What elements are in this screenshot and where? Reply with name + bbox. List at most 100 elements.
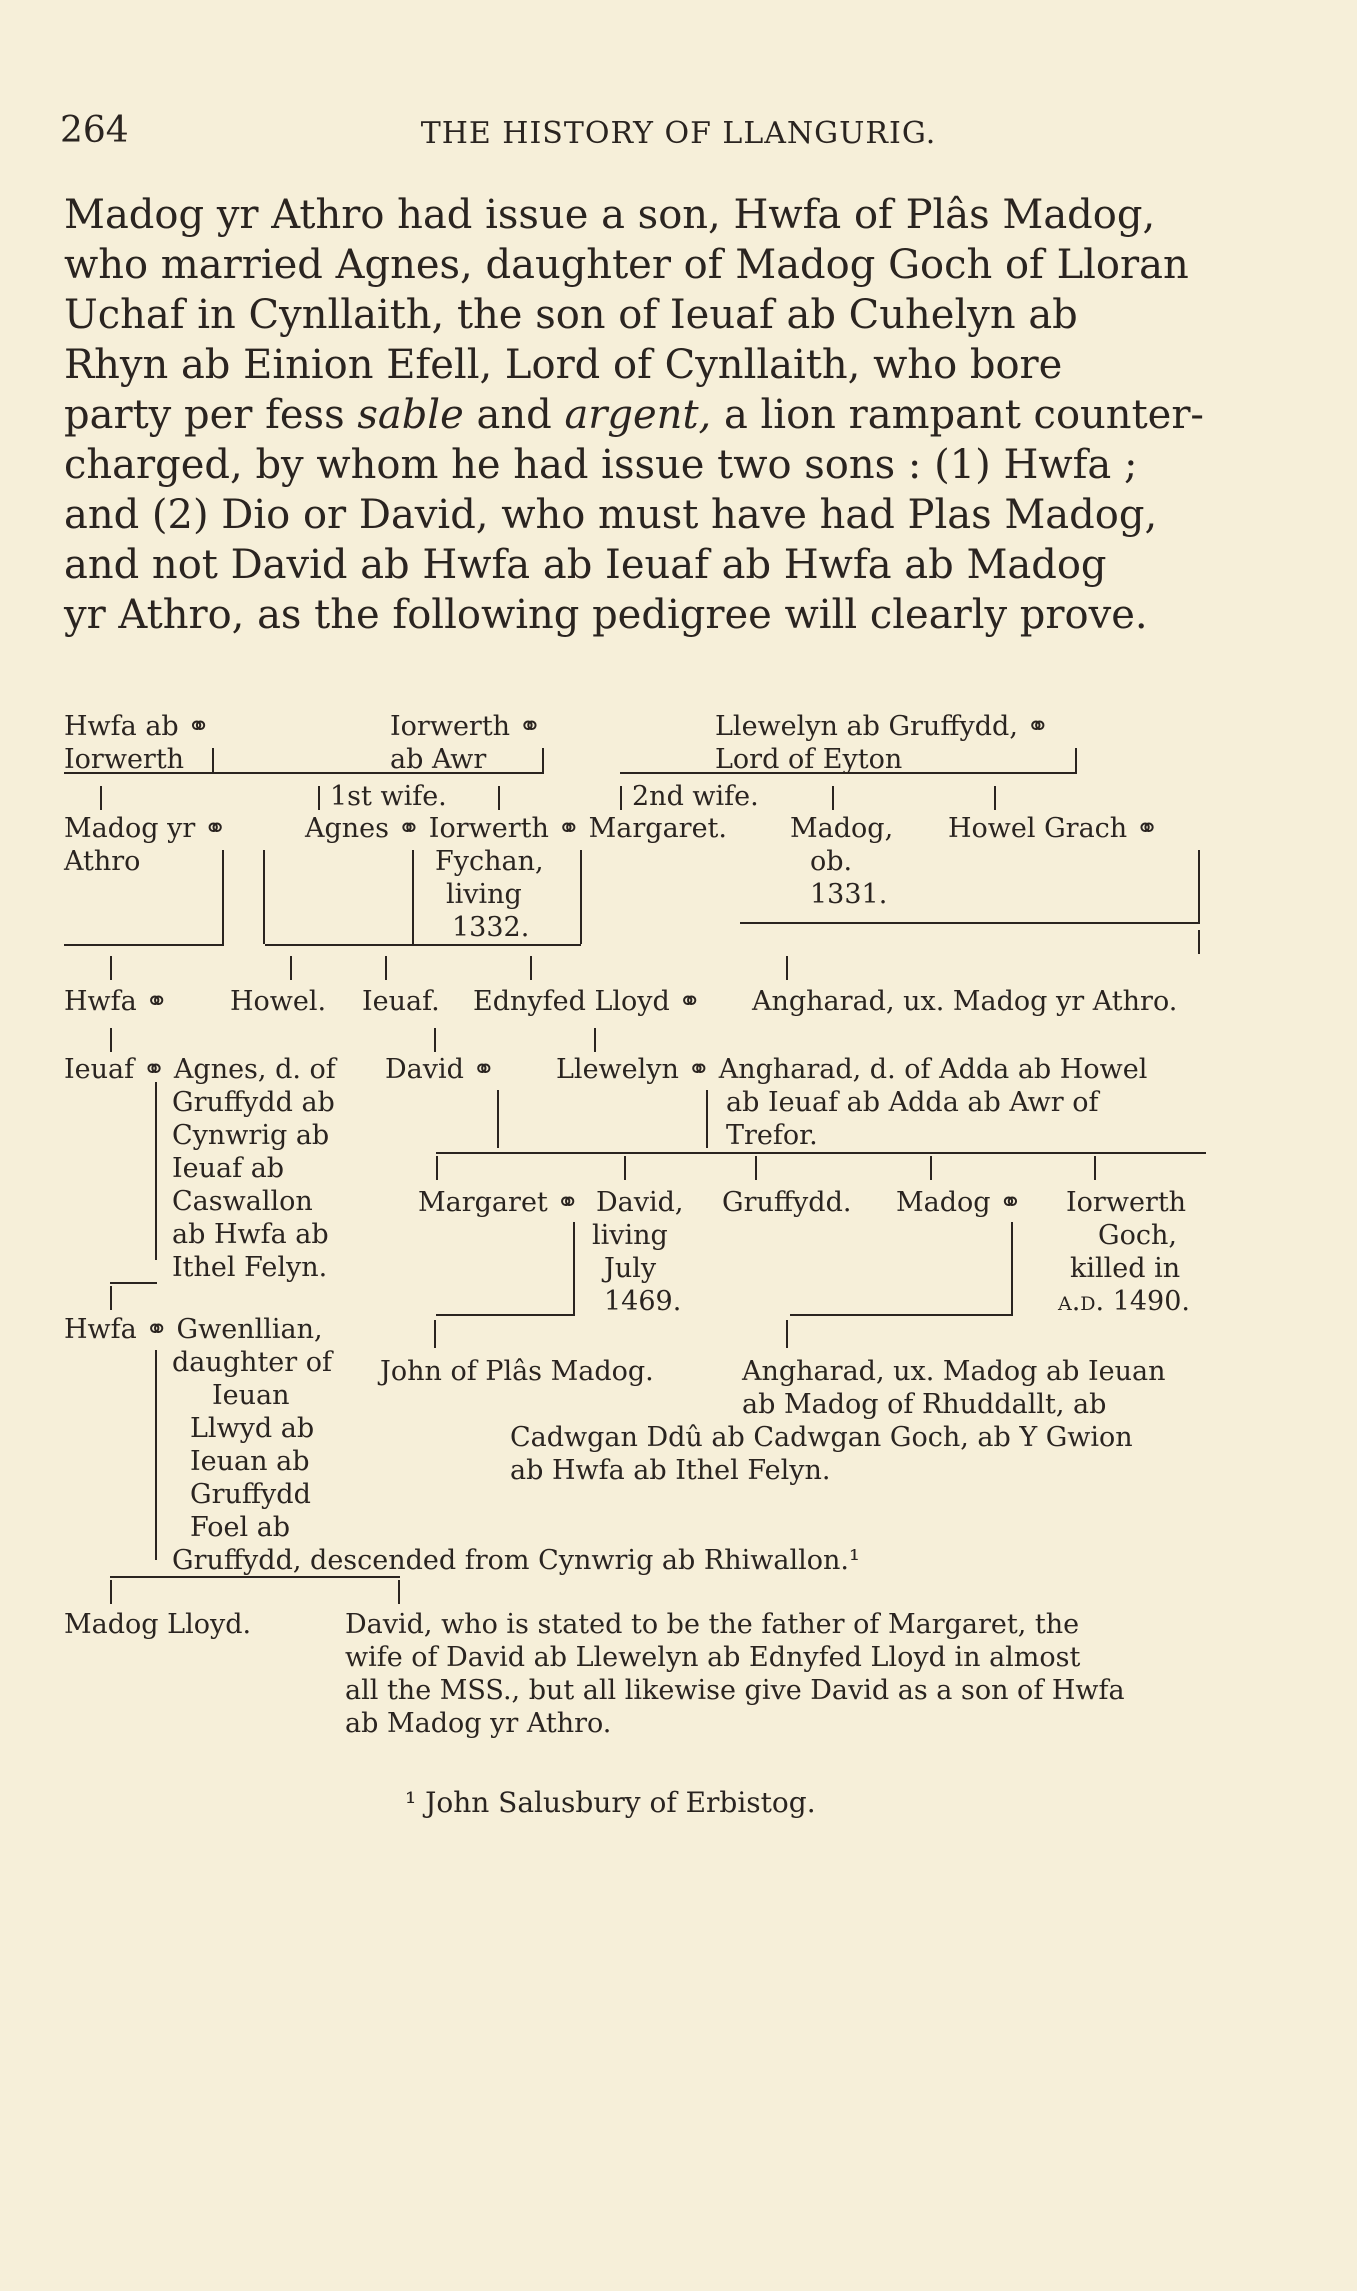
person-gruffydd: Gruffydd. bbox=[722, 1187, 852, 1218]
person-iorwerth-goch: Iorwerth bbox=[1066, 1187, 1187, 1218]
body-text-fragment: a lion rampant counter- bbox=[711, 392, 1204, 438]
person-david: David ⚭ bbox=[385, 1054, 496, 1085]
david-note: David, who is stated to be the father of… bbox=[345, 1609, 1080, 1640]
line bbox=[110, 1576, 400, 1578]
line bbox=[398, 1580, 400, 1604]
line bbox=[530, 956, 532, 980]
angharad-detail: ab Madog of Rhuddallt, ab bbox=[742, 1389, 1107, 1420]
line bbox=[110, 956, 112, 980]
body-line: and (2) Dio or David, who must have had … bbox=[64, 492, 1158, 538]
agnes-lineage: Ithel Felyn. bbox=[172, 1252, 328, 1283]
iorwerth-goch-detail: a.d. 1490. bbox=[1058, 1286, 1190, 1317]
line bbox=[100, 786, 102, 810]
line bbox=[832, 786, 834, 810]
line bbox=[786, 1320, 788, 1348]
david-living-detail: July bbox=[604, 1253, 657, 1284]
line bbox=[1094, 1156, 1096, 1180]
line bbox=[1198, 850, 1200, 922]
tincture-argent: argent, bbox=[564, 392, 712, 438]
line bbox=[542, 748, 544, 772]
line bbox=[620, 786, 622, 810]
agnes-lineage: Gruffydd ab bbox=[172, 1087, 335, 1118]
person-madog-lloyd: Madog Lloyd. bbox=[64, 1609, 252, 1640]
person-angharad: Angharad, ux. Madog yr Athro. bbox=[752, 986, 1178, 1017]
line bbox=[110, 1028, 112, 1052]
gwenllian-lineage: Foel ab bbox=[190, 1512, 291, 1543]
line bbox=[434, 1320, 436, 1348]
person-agnes-iorwerth-margaret: Agnes ⚭ Iorwerth ⚭ Margaret. bbox=[305, 813, 727, 844]
person-hwfa-ab: Hwfa ab ⚭ bbox=[64, 711, 210, 742]
line bbox=[994, 786, 996, 810]
body-line: party per fess sable and argent, a lion … bbox=[64, 390, 1214, 440]
line bbox=[740, 922, 1200, 924]
iorwerth-goch-detail: Goch, bbox=[1098, 1220, 1177, 1251]
gwenllian-lineage: daughter of bbox=[172, 1347, 333, 1378]
line bbox=[265, 944, 581, 946]
line bbox=[290, 956, 292, 980]
line bbox=[212, 748, 214, 772]
person-david-living: David, bbox=[596, 1187, 684, 1218]
angharad-detail: ab Hwfa ab Ithel Felyn. bbox=[510, 1455, 831, 1486]
person-lord-eyton: Lord of Eyton bbox=[715, 744, 903, 775]
person-john-plas-madog: John of Plâs Madog. bbox=[380, 1356, 654, 1387]
person-madog-ob: Madog, bbox=[790, 813, 894, 844]
gwenllian-lineage: Ieuan bbox=[212, 1380, 290, 1411]
line bbox=[110, 1580, 112, 1604]
line bbox=[436, 1314, 575, 1316]
line bbox=[786, 956, 788, 980]
line bbox=[1075, 748, 1077, 772]
gwenllian-lineage: Ieuan ab bbox=[190, 1446, 310, 1477]
line bbox=[498, 786, 500, 810]
line bbox=[64, 772, 544, 774]
body-text-fragment: and bbox=[463, 392, 565, 438]
person-fychan: Fychan, bbox=[435, 846, 544, 877]
angharad-lineage: ab Ieuaf ab Adda ab Awr of bbox=[726, 1087, 1099, 1118]
david-living-detail: living bbox=[592, 1220, 668, 1251]
line bbox=[497, 1090, 499, 1148]
line bbox=[573, 1222, 575, 1314]
line bbox=[155, 1350, 157, 1560]
agnes-lineage: ab Hwfa ab bbox=[172, 1219, 329, 1250]
gwenllian-lineage: Gruffydd, descended from Cynwrig ab Rhiw… bbox=[172, 1545, 860, 1576]
person-madog: Madog ⚭ bbox=[896, 1187, 1022, 1218]
body-line: and not David ab Hwfa ab Ieuaf ab Hwfa a… bbox=[64, 542, 1107, 588]
david-note: wife of David ab Llewelyn ab Ednyfed Llo… bbox=[345, 1642, 1081, 1673]
angharad-detail: Cadwgan Ddû ab Cadwgan Goch, ab Y Gwion bbox=[510, 1422, 1133, 1453]
first-wife-label: 1st wife. bbox=[330, 781, 447, 812]
line bbox=[1011, 1222, 1013, 1314]
person-madog-ob: ob. bbox=[810, 846, 853, 877]
body-line: charged, by whom he had issue two sons :… bbox=[64, 442, 1138, 488]
body-line: Uchaf in Cynllaith, the son of Ieuaf ab … bbox=[64, 292, 1078, 338]
person-howel: Howel. bbox=[230, 986, 327, 1017]
line bbox=[263, 850, 265, 944]
line bbox=[385, 956, 387, 980]
iorwerth-goch-detail: killed in bbox=[1070, 1253, 1181, 1284]
body-line: yr Athro, as the following pedigree will… bbox=[64, 592, 1148, 638]
body-line: Rhyn ab Einion Efell, Lord of Cynllaith,… bbox=[64, 342, 1063, 388]
david-note: ab Madog yr Athro. bbox=[345, 1708, 612, 1739]
line bbox=[755, 1156, 757, 1180]
line bbox=[110, 1286, 112, 1310]
line bbox=[155, 1082, 157, 1260]
line bbox=[930, 1156, 932, 1180]
angharad-detail: Angharad, ux. Madog ab Ieuan bbox=[742, 1356, 1166, 1387]
person-iorwerth-top: Iorwerth ⚭ bbox=[390, 711, 542, 742]
gwenllian-lineage: Llwyd ab bbox=[190, 1413, 315, 1444]
body-line: Madog yr Athro had issue a son, Hwfa of … bbox=[64, 192, 1156, 238]
angharad-lineage: Trefor. bbox=[726, 1120, 818, 1151]
line bbox=[318, 786, 320, 810]
person-iorwerth: Iorwerth bbox=[64, 744, 185, 775]
agnes-lineage: Cynwrig ab bbox=[172, 1120, 330, 1151]
line bbox=[1198, 930, 1200, 954]
person-madog-yr: Madog yr ⚭ bbox=[64, 813, 227, 844]
person-ieuaf-agnes: Ieuaf ⚭ Agnes, d. of bbox=[64, 1054, 336, 1085]
line bbox=[222, 850, 224, 944]
tincture-sable: sable bbox=[357, 392, 464, 438]
body-paragraph: Madog yr Athro had issue a son, Hwfa of … bbox=[64, 190, 1214, 640]
person-madog-ob: 1331. bbox=[810, 879, 888, 910]
running-title: THE HISTORY OF LLANGURIG. bbox=[420, 116, 937, 151]
line bbox=[412, 850, 414, 944]
david-living-detail: 1469. bbox=[604, 1286, 682, 1317]
line bbox=[594, 1028, 596, 1052]
